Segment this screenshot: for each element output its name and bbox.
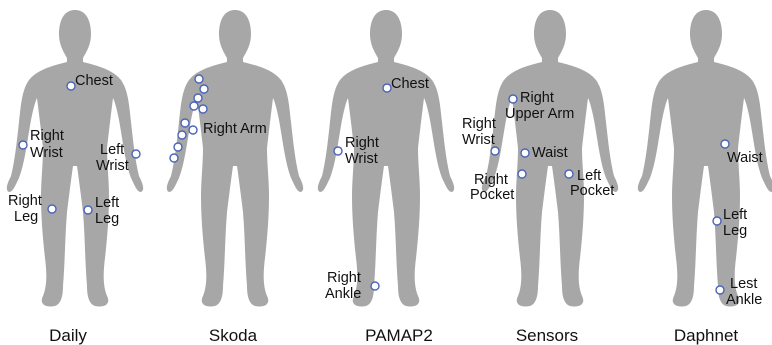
label-right-arm: Right Arm <box>203 121 267 137</box>
label-left-pocket-line1: Left <box>577 168 601 184</box>
label-ankle-line1: Lest <box>730 276 757 292</box>
label-right-ankle-line1: Right <box>327 270 361 286</box>
label-right-wrist-line2: Wrist <box>462 132 495 148</box>
figure-pamap2: Chest Right Wrist Right Ankle PAMAP2 <box>318 10 454 345</box>
sensor-chest <box>383 84 391 92</box>
sensor-arm-6 <box>181 119 189 127</box>
label-right-wrist-line1: Right <box>30 128 64 144</box>
sensor-right-upper-arm <box>509 95 517 103</box>
label-left-leg-line1: Left <box>723 207 747 223</box>
label-chest: Chest <box>75 73 113 89</box>
caption-daily: Daily <box>49 326 87 345</box>
figure-daphnet: Waist Left Leg Lest Ankle Daphnet <box>638 10 772 345</box>
human-silhouette <box>318 10 454 307</box>
figure-sensors: Right Upper Arm Right Wrist Waist Right … <box>462 10 618 345</box>
sensor-arm-2 <box>200 85 208 93</box>
sensor-right-wrist <box>334 147 342 155</box>
sensor-arm-8 <box>178 131 186 139</box>
figure-skoda: Right Arm Skoda <box>167 10 303 345</box>
label-right-pocket-line1: Right <box>474 172 508 188</box>
label-ankle-line2: Ankle <box>726 292 762 308</box>
sensor-right-wrist <box>491 147 499 155</box>
sensor-ankle <box>716 286 724 294</box>
label-waist: Waist <box>727 150 763 166</box>
label-right-upper-arm-line1: Right <box>520 90 554 106</box>
label-left-leg-line2: Leg <box>723 223 747 239</box>
label-right-upper-arm-line2: Upper Arm <box>505 106 574 122</box>
label-waist: Waist <box>532 145 568 161</box>
sensor-waist <box>721 140 729 148</box>
sensor-arm-9 <box>174 143 182 151</box>
sensor-right-pocket <box>518 170 526 178</box>
label-left-wrist-line2: Wrist <box>96 158 129 174</box>
caption-sensors: Sensors <box>516 326 578 345</box>
label-right-wrist-line1: Right <box>462 116 496 132</box>
human-silhouette <box>167 10 303 307</box>
label-left-pocket-line2: Pocket <box>570 183 614 199</box>
sensor-right-leg <box>48 205 56 213</box>
sensor-arm-4 <box>190 102 198 110</box>
sensor-chest <box>67 82 75 90</box>
label-right-leg-line1: Right <box>8 193 42 209</box>
sensor-arm-7 <box>189 126 197 134</box>
sensor-arm-5 <box>199 105 207 113</box>
label-chest: Chest <box>391 76 429 92</box>
label-left-wrist-line1: Left <box>100 142 124 158</box>
sensor-left-wrist <box>132 150 140 158</box>
caption-skoda: Skoda <box>209 326 258 345</box>
sensor-arm-10 <box>170 154 178 162</box>
sensor-right-ankle <box>371 282 379 290</box>
sensor-arm-1 <box>195 75 203 83</box>
label-right-ankle-line2: Ankle <box>325 286 361 302</box>
label-right-leg-line2: Leg <box>14 209 38 225</box>
sensor-arm-3 <box>194 94 202 102</box>
sensor-left-leg <box>713 217 721 225</box>
label-right-pocket-line2: Pocket <box>470 187 514 203</box>
sensor-right-wrist <box>19 141 27 149</box>
label-right-wrist-line2: Wrist <box>345 151 378 167</box>
figure-daily: Chest Right Wrist Left Wrist Right Leg L… <box>7 10 143 345</box>
caption-pamap2: PAMAP2 <box>365 326 433 345</box>
label-left-leg-line2: Leg <box>95 211 119 227</box>
sensor-waist <box>521 149 529 157</box>
sensor-left-pocket <box>565 170 573 178</box>
sensor-left-leg <box>84 206 92 214</box>
label-right-wrist-line1: Right <box>345 135 379 151</box>
label-left-leg-line1: Left <box>95 195 119 211</box>
label-right-wrist-line2: Wrist <box>30 145 63 161</box>
caption-daphnet: Daphnet <box>674 326 739 345</box>
